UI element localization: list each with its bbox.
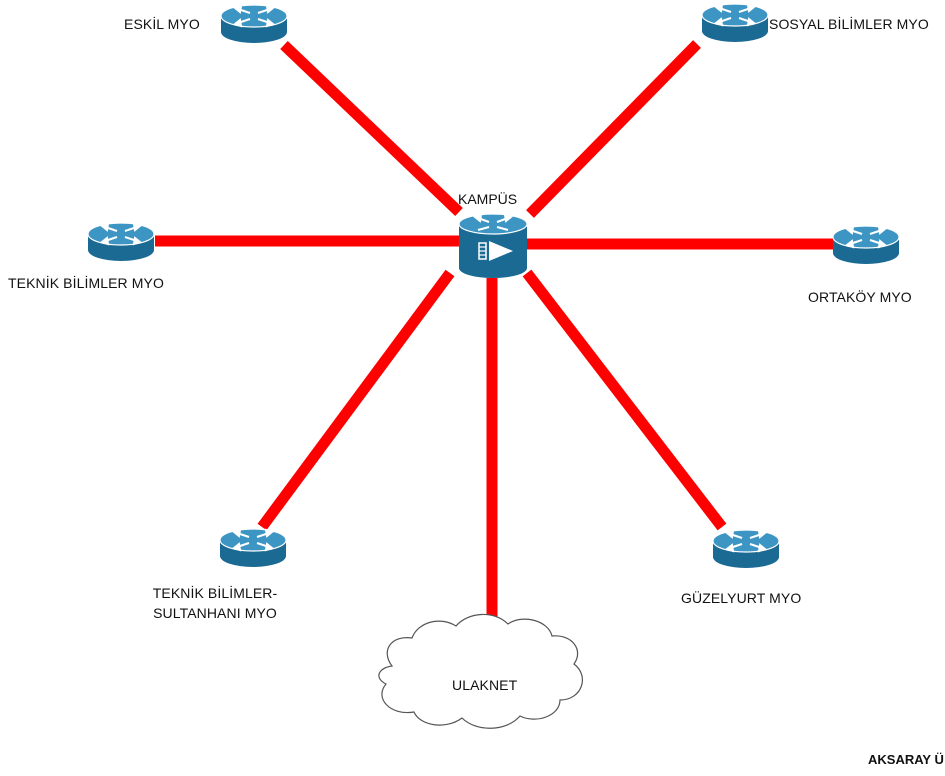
link-sosyal (526, 40, 701, 218)
router-icon (832, 225, 900, 265)
link-guzelyurt (522, 269, 727, 531)
cloud-icon (378, 613, 583, 729)
router-icon (712, 529, 780, 569)
link-eskil (280, 41, 463, 216)
switch-icon (458, 213, 528, 278)
node-label-sosyal: SOSYAL BİLİMLER MYO (769, 16, 929, 32)
cloud-label: ULAKNET (452, 677, 518, 693)
center-label: KAMPÜS (458, 191, 518, 207)
router-icon (219, 528, 287, 568)
node-label-teknik: TEKNİK BİLİMLER MYO (8, 275, 164, 291)
node-label-sultanhani-line2: SULTANHANI MYO (153, 605, 277, 621)
node-label-sultanhani-line1: TEKNİK BİLİMLER- (152, 585, 278, 601)
node-label-sultanhani: TEKNİK BİLİMLER- SULTANHANI MYO (140, 583, 290, 623)
router-icon (701, 3, 769, 43)
router-icon (87, 222, 155, 262)
node-label-ortakoy: ORTAKÖY MYO (808, 289, 912, 305)
link-sultanhani (257, 269, 455, 531)
node-label-eskil: ESKİL MYO (124, 16, 200, 32)
node-label-guzelyurt: GÜZELYURT MYO (681, 590, 802, 606)
router-icon (220, 4, 288, 44)
footer-text: AKSARAY Ü (868, 752, 944, 767)
